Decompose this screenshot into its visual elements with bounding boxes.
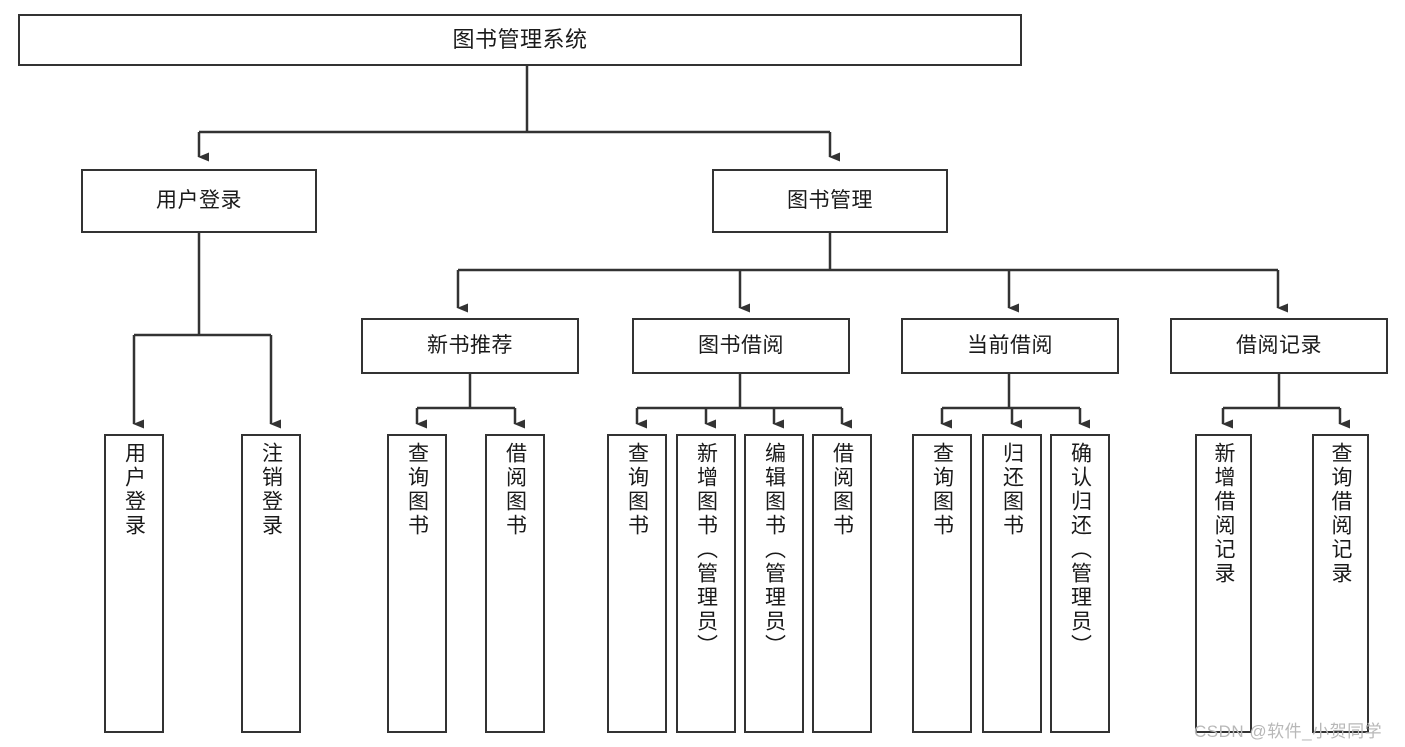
leaf-user-login[interactable]: 用户登录 <box>104 434 164 733</box>
leaf-borrow-book-1[interactable]: 借阅图书 <box>485 434 545 733</box>
node-label: 查询借阅记录 <box>1329 442 1352 586</box>
csdn-watermark: CSDN @软件_小贺同学 <box>1194 722 1383 741</box>
leaf-borrow-book-2[interactable]: 借阅图书 <box>812 434 872 733</box>
leaf-confirm-return[interactable]: 确认归还（管理员） <box>1050 434 1110 733</box>
leaf-add-book[interactable]: 新增图书（管理员） <box>676 434 736 733</box>
node-label: 查询图书 <box>625 442 649 538</box>
leaf-query-book-1[interactable]: 查询图书 <box>387 434 447 733</box>
node-label: 当前借阅 <box>967 334 1053 358</box>
node-label: 借阅记录 <box>1236 334 1322 358</box>
node-label: 确认归还（管理员） <box>1068 442 1092 658</box>
node-label: 用户登录 <box>122 442 146 538</box>
leaf-return-book[interactable]: 归还图书 <box>982 434 1042 733</box>
node-book-borrow[interactable]: 图书借阅 <box>632 318 850 374</box>
node-current-borrow[interactable]: 当前借阅 <box>901 318 1119 374</box>
node-label: 借阅图书 <box>830 442 854 538</box>
node-label: 图书管理系统 <box>452 26 588 52</box>
node-user-login[interactable]: 用户登录 <box>81 169 317 233</box>
leaf-query-book-3[interactable]: 查询图书 <box>912 434 972 733</box>
node-label: 查询图书 <box>930 442 954 538</box>
leaf-query-book-2[interactable]: 查询图书 <box>607 434 667 733</box>
leaf-add-borrow-record[interactable]: 新增借阅记录 <box>1195 434 1252 733</box>
node-label: 图书管理 <box>787 189 873 213</box>
node-label: 查询图书 <box>405 442 429 538</box>
node-label: 图书借阅 <box>698 334 784 358</box>
node-label: 编辑图书（管理员） <box>762 442 786 658</box>
node-new-book-recommend[interactable]: 新书推荐 <box>361 318 579 374</box>
leaf-logout-login[interactable]: 注销登录 <box>241 434 301 733</box>
node-book-manage[interactable]: 图书管理 <box>712 169 948 233</box>
node-borrow-record[interactable]: 借阅记录 <box>1170 318 1388 374</box>
node-label: 新增图书（管理员） <box>694 442 718 658</box>
leaf-query-borrow-record[interactable]: 查询借阅记录 <box>1312 434 1369 733</box>
node-label: 新书推荐 <box>427 334 513 358</box>
leaf-edit-book[interactable]: 编辑图书（管理员） <box>744 434 804 733</box>
node-label: 新增借阅记录 <box>1212 442 1235 586</box>
node-label: 用户登录 <box>156 189 242 213</box>
node-label: 归还图书 <box>1000 442 1024 538</box>
node-label: 借阅图书 <box>503 442 527 538</box>
node-root-system[interactable]: 图书管理系统 <box>18 14 1022 66</box>
node-label: 注销登录 <box>259 442 283 538</box>
